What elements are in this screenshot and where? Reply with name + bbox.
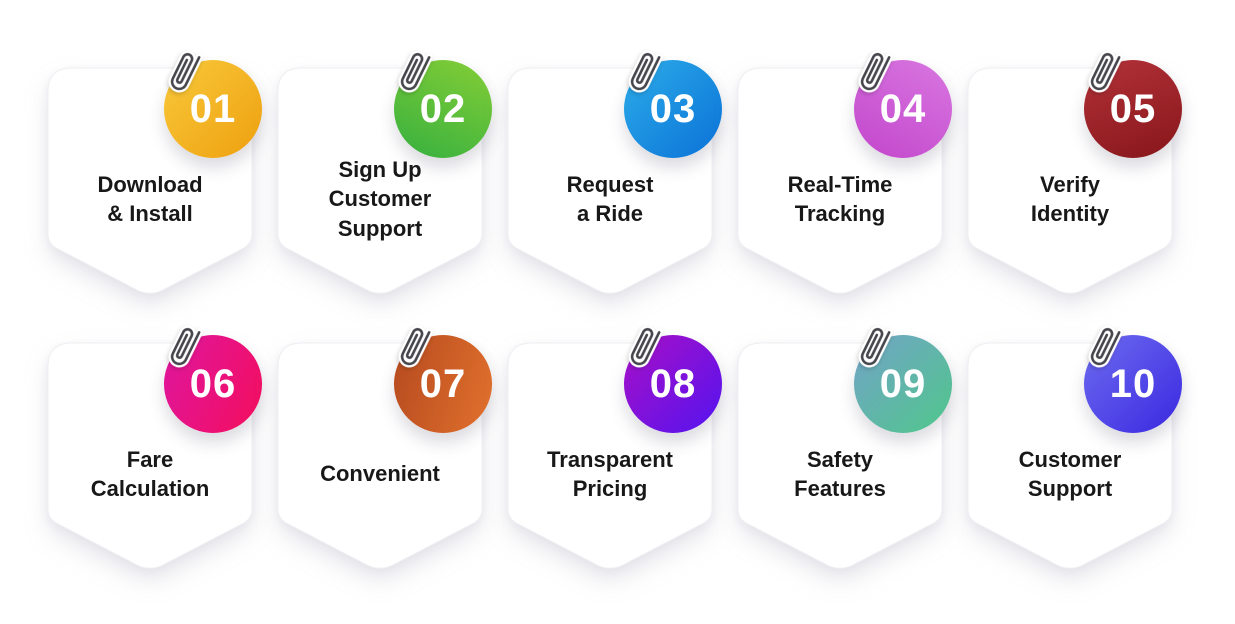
cards-row-top: 01 Download & Install 02 Sign Up Custome… [47,68,1182,296]
step-number: 07 [419,362,467,406]
step-card-09: 09 Safety Features [737,343,952,571]
step-label: Customer Support [1018,446,1122,501]
step-label: Request a Ride [566,171,654,226]
step-card-05: 05 Verify Identity [967,68,1182,296]
step-label: Convenient [320,461,440,487]
step-card-01: 01 Download & Install [47,68,262,296]
step-number-badge: 07 [394,335,492,433]
step-label: Download & Install [97,171,203,226]
step-card-04: 04 Real-Time Tracking [737,68,952,296]
step-card-06: 06 Fare Calculation [47,343,262,571]
step-label: Fare Calculation [90,446,210,501]
step-card-03: 03 Request a Ride [507,68,722,296]
step-label: Safety Features [794,446,886,501]
step-number: 01 [189,87,237,131]
step-number: 10 [1109,362,1157,406]
step-label: Verify Identity [1030,171,1110,226]
step-card-02: 02 Sign Up Customer Support [277,68,492,296]
step-number: 05 [1109,87,1157,131]
step-number: 06 [189,362,237,406]
cards-row-bottom: 06 Fare Calculation 07 Convenient 08 Tra… [47,343,1182,571]
step-number: 03 [649,87,697,131]
step-number: 09 [879,362,927,406]
step-label: Real-Time Tracking [787,171,893,226]
step-card-07: 07 Convenient [277,343,492,571]
step-card-10: 10 Customer Support [967,343,1182,571]
step-card-08: 08 Transparent Pricing [507,343,722,571]
step-label: Transparent Pricing [547,446,673,501]
step-number: 02 [419,87,467,131]
step-number: 08 [649,362,697,406]
step-number: 04 [879,87,927,131]
step-label: Sign Up Customer Support [328,157,432,241]
step-number-badge: 01 [164,60,262,158]
